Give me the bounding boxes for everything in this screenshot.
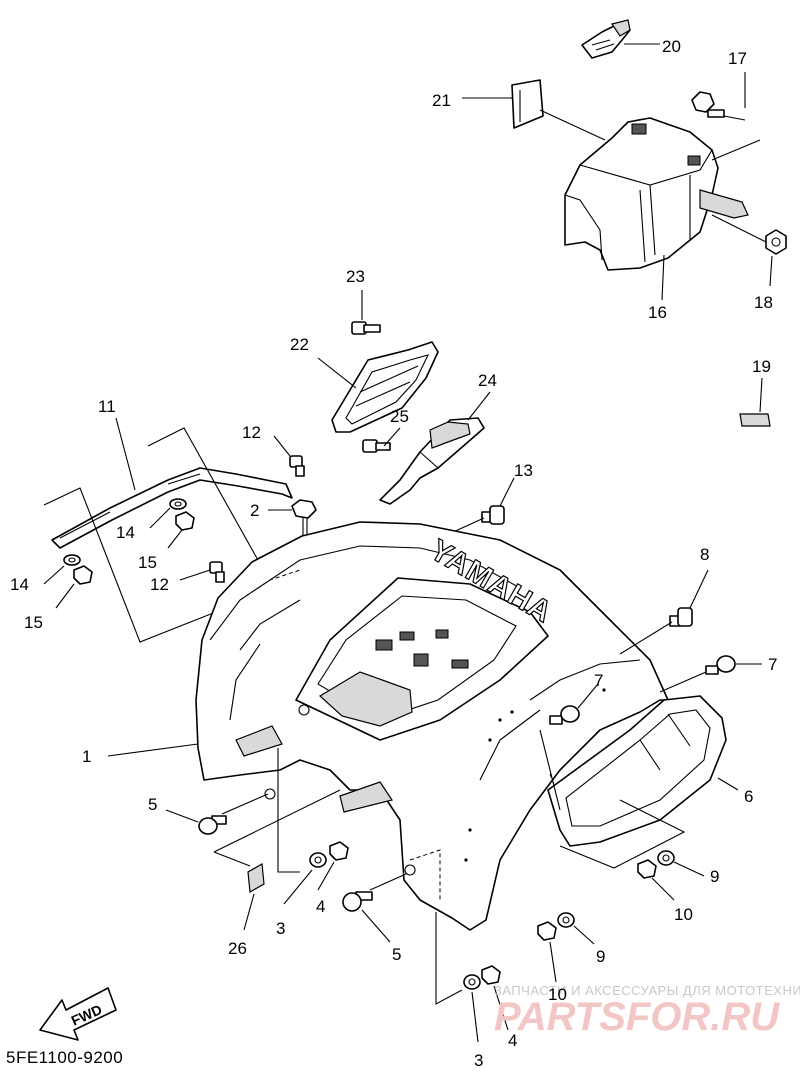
callout-26: 26 [228, 939, 247, 958]
callout-4: 4 [316, 897, 325, 916]
part-22-plate [331, 341, 439, 433]
part-26-tag [247, 863, 265, 893]
callout-7: 7 [594, 671, 603, 690]
part-5-screw-b [342, 891, 373, 912]
callout-17: 17 [728, 49, 747, 68]
callout-10: 10 [548, 985, 567, 1004]
part-10-nut-a [637, 859, 657, 879]
callout-2: 2 [250, 501, 259, 520]
part-19-pad [739, 413, 771, 427]
callout-labels: 2017211618232224191125121321415121415877… [10, 37, 777, 1070]
part-5-screw-a [198, 815, 227, 835]
callout-25: 25 [390, 407, 409, 426]
watermark-logo: PARTSFOR.RU [494, 995, 780, 1039]
part-14-washer-a [169, 498, 187, 510]
callout-9: 9 [710, 867, 719, 886]
part-17-bolt [691, 91, 725, 118]
callout-12: 12 [150, 575, 169, 594]
part-4-nut-a [329, 841, 349, 861]
callout-8: 8 [700, 545, 709, 564]
callout-3: 3 [474, 1051, 483, 1070]
callout-24: 24 [478, 371, 497, 390]
callout-22: 22 [290, 335, 309, 354]
part-15-nut-b [73, 565, 93, 585]
callout-1: 1 [82, 747, 91, 766]
callout-5: 5 [148, 795, 157, 814]
part-18-nut [765, 229, 787, 255]
part-3-washer-a [309, 852, 327, 868]
callout-13: 13 [514, 461, 533, 480]
callout-12: 12 [242, 423, 261, 442]
part-23-screw [351, 321, 381, 335]
callout-11: 11 [98, 397, 116, 416]
callout-15: 15 [138, 553, 157, 572]
part-12-screw-a [289, 455, 305, 477]
fwd-arrow-icon: FWD [39, 987, 117, 1041]
part-20-clip [581, 19, 631, 59]
callout-9: 9 [596, 947, 605, 966]
part-21-label [511, 79, 544, 129]
part-16-cover [564, 117, 749, 271]
callout-15: 15 [24, 613, 43, 632]
part-3-washer-b [463, 974, 481, 990]
part-11-bar [51, 467, 293, 549]
part-24-bracket [379, 417, 485, 505]
part-9-washer-a [657, 850, 675, 866]
part-15-nut-a [175, 511, 195, 531]
part-14-washer-b [63, 554, 81, 566]
callout-16: 16 [648, 303, 667, 322]
callout-18: 18 [754, 293, 773, 312]
callout-14: 14 [10, 575, 29, 594]
callout-23: 23 [346, 267, 365, 286]
part-13-screw [481, 505, 505, 525]
part-8-screw [669, 607, 693, 627]
callout-14: 14 [116, 523, 135, 542]
part-7-rivet-b [549, 705, 580, 725]
callout-21: 21 [432, 91, 451, 110]
part-4-nut-b [481, 965, 501, 985]
part-6-panel [547, 695, 727, 847]
callout-4: 4 [508, 1031, 517, 1050]
part-12-screw-b [209, 561, 225, 583]
diagram-code: 5FE1100-9200 [6, 1048, 123, 1067]
callout-5: 5 [392, 945, 401, 964]
part-1-fender: YAMAHA [195, 521, 669, 931]
part-25-screw [362, 439, 391, 453]
callout-6: 6 [744, 787, 753, 806]
part-10-nut-b [537, 921, 557, 941]
part-9-washer-b [557, 912, 575, 928]
callout-20: 20 [662, 37, 681, 56]
callout-10: 10 [674, 905, 693, 924]
callout-7: 7 [768, 655, 777, 674]
watermark-tagline: ЗАПЧАСТИ И АКСЕССУАРЫ ДЛЯ МОТОТЕХНИКИ [494, 983, 800, 998]
part-7-rivet-a [705, 655, 736, 675]
callout-3: 3 [276, 919, 285, 938]
callout-19: 19 [752, 357, 771, 376]
